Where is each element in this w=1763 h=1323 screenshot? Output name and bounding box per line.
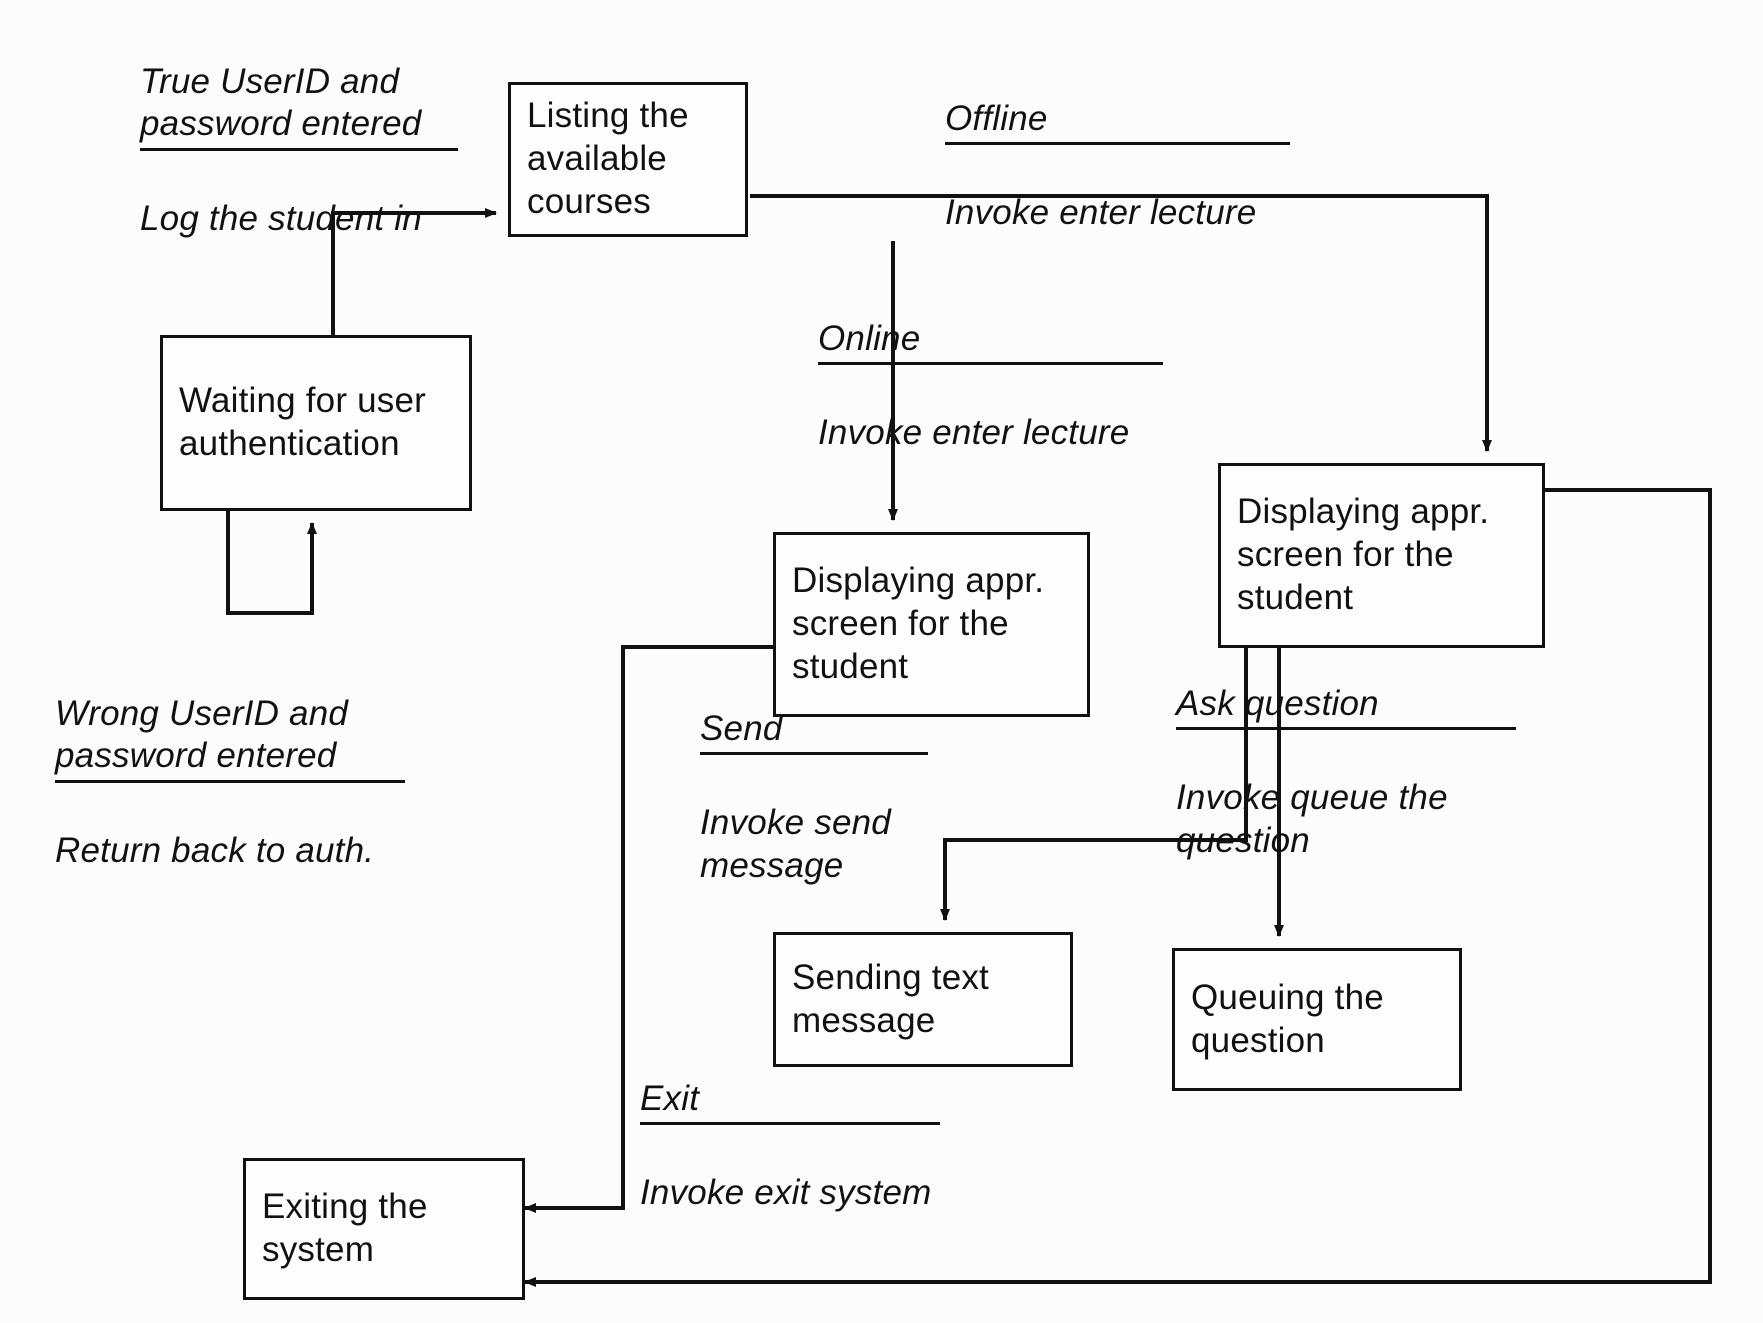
edge-offline bbox=[750, 194, 1492, 452]
edge-exit-right bbox=[524, 488, 1712, 1287]
state-exiting-the-system[interactable]: Exiting the system bbox=[243, 1158, 525, 1300]
action-text: Invoke enter lecture bbox=[945, 193, 1257, 233]
transition-label-exit: Exit Invoke exit system bbox=[640, 1035, 940, 1257]
guard-text: True UserID and password entered bbox=[140, 61, 458, 152]
action-text: Return back to auth. bbox=[55, 830, 375, 870]
action-text: Invoke exit system bbox=[640, 1173, 932, 1213]
guard-text: Exit bbox=[640, 1078, 940, 1126]
state-label: Sending text message bbox=[792, 957, 989, 1040]
state-label: Waiting for user authentication bbox=[179, 381, 426, 463]
action-text: Invoke enter lecture bbox=[818, 413, 1130, 453]
edge-login bbox=[331, 208, 497, 335]
state-label: Displaying appr. screen for the student bbox=[1237, 492, 1490, 617]
edge-exit bbox=[524, 645, 773, 1213]
edge-send bbox=[940, 648, 1248, 921]
state-listing-the-available-courses[interactable]: Listing the available courses bbox=[508, 82, 748, 237]
state-sending-text-message[interactable]: Sending text message bbox=[773, 932, 1073, 1067]
transition-label-relogin: Wrong UserID and password entered Return… bbox=[55, 650, 405, 915]
guard-text: Offline bbox=[945, 98, 1290, 146]
state-queuing-the-question[interactable]: Queuing the question bbox=[1172, 948, 1462, 1091]
transition-label-ask-question: Ask question Invoke queue the question bbox=[1176, 640, 1516, 905]
state-label: Listing the available courses bbox=[527, 96, 689, 221]
guard-text: Send bbox=[700, 708, 928, 756]
transition-label-login: True UserID and password entered Log the… bbox=[140, 18, 458, 283]
action-text: Log the student in bbox=[140, 198, 422, 238]
state-label: Queuing the question bbox=[1191, 977, 1384, 1060]
transition-label-online: Online Invoke enter lecture bbox=[818, 275, 1163, 497]
action-text: Invoke queue the question bbox=[1176, 778, 1448, 860]
transition-label-send: Send Invoke send message bbox=[700, 665, 928, 930]
state-waiting-for-user-authentication[interactable]: Waiting for user authentication bbox=[160, 335, 472, 511]
state-displaying-screen-middle[interactable]: Displaying appr. screen for the student bbox=[773, 532, 1090, 717]
edge-relogin bbox=[226, 511, 317, 615]
guard-text: Wrong UserID and password entered bbox=[55, 693, 405, 784]
state-label: Displaying appr. screen for the student bbox=[792, 561, 1045, 686]
transition-label-offline: Offline Invoke enter lecture bbox=[945, 55, 1290, 277]
state-label: Exiting the system bbox=[262, 1187, 428, 1269]
guard-text: Online bbox=[818, 318, 1163, 366]
guard-text: Ask question bbox=[1176, 683, 1516, 731]
state-displaying-screen-right[interactable]: Displaying appr. screen for the student bbox=[1218, 463, 1545, 648]
action-text: Invoke send message bbox=[700, 803, 891, 885]
